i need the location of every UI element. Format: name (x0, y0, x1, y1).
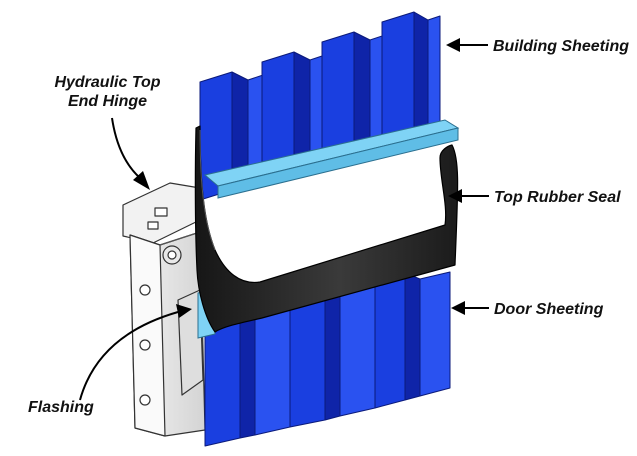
building-sheeting-rib (413, 11, 429, 131)
hinge-bolt (139, 284, 151, 296)
door-sheeting-arrowhead (451, 301, 465, 315)
hydraulic-hinge-label-line1: Hydraulic Top (54, 74, 161, 91)
door-sheeting (204, 271, 451, 447)
hinge-arm (177, 289, 204, 396)
door-sheeting-label: Door Sheeting (494, 301, 604, 318)
top-rubber-seal-label: Top Rubber Seal (494, 189, 621, 206)
building-sheeting-rib (381, 11, 415, 141)
hinge-bolt (139, 339, 151, 351)
hinge-arrowhead (133, 171, 150, 190)
building-sheeting-rib (321, 31, 355, 161)
hinge-leader (111, 117, 141, 179)
seal-arrowhead (448, 189, 462, 203)
hinge-slot (147, 221, 159, 230)
building-sheeting (199, 11, 441, 201)
door-sheeting-rib (339, 279, 376, 417)
hinge-side-face (129, 234, 166, 437)
building-sheeting-rib (427, 15, 441, 129)
upper-flashing-face (217, 127, 459, 199)
door-sheeting-rib (404, 272, 421, 401)
hinge-pivot (167, 250, 177, 260)
callout-arrows (79, 38, 489, 401)
top-rubber-seal (194, 125, 459, 333)
building-sheeting-rib (353, 31, 371, 151)
hydraulic-hinge-label-line2: End Hinge (67, 93, 148, 110)
hinge-edge (159, 231, 201, 246)
flashing-leader (79, 311, 179, 401)
door-sheeting-rib (374, 272, 406, 409)
building-sheeting-label: Building Sheeting (493, 38, 629, 55)
seal-edge-highlight (199, 129, 216, 251)
hinge-assembly (122, 182, 206, 437)
hydraulic-hinge-label: Hydraulic Top End Hinge (45, 73, 170, 111)
flashing-label: Flashing (28, 399, 94, 416)
flashing-arrowhead (176, 304, 192, 318)
building-sheeting-arrowhead (446, 38, 460, 52)
hinge-slot (154, 207, 168, 217)
hinge-bolt (139, 394, 151, 406)
door-sheeting-rib (324, 281, 341, 421)
door-sheeting-rib (419, 271, 451, 397)
